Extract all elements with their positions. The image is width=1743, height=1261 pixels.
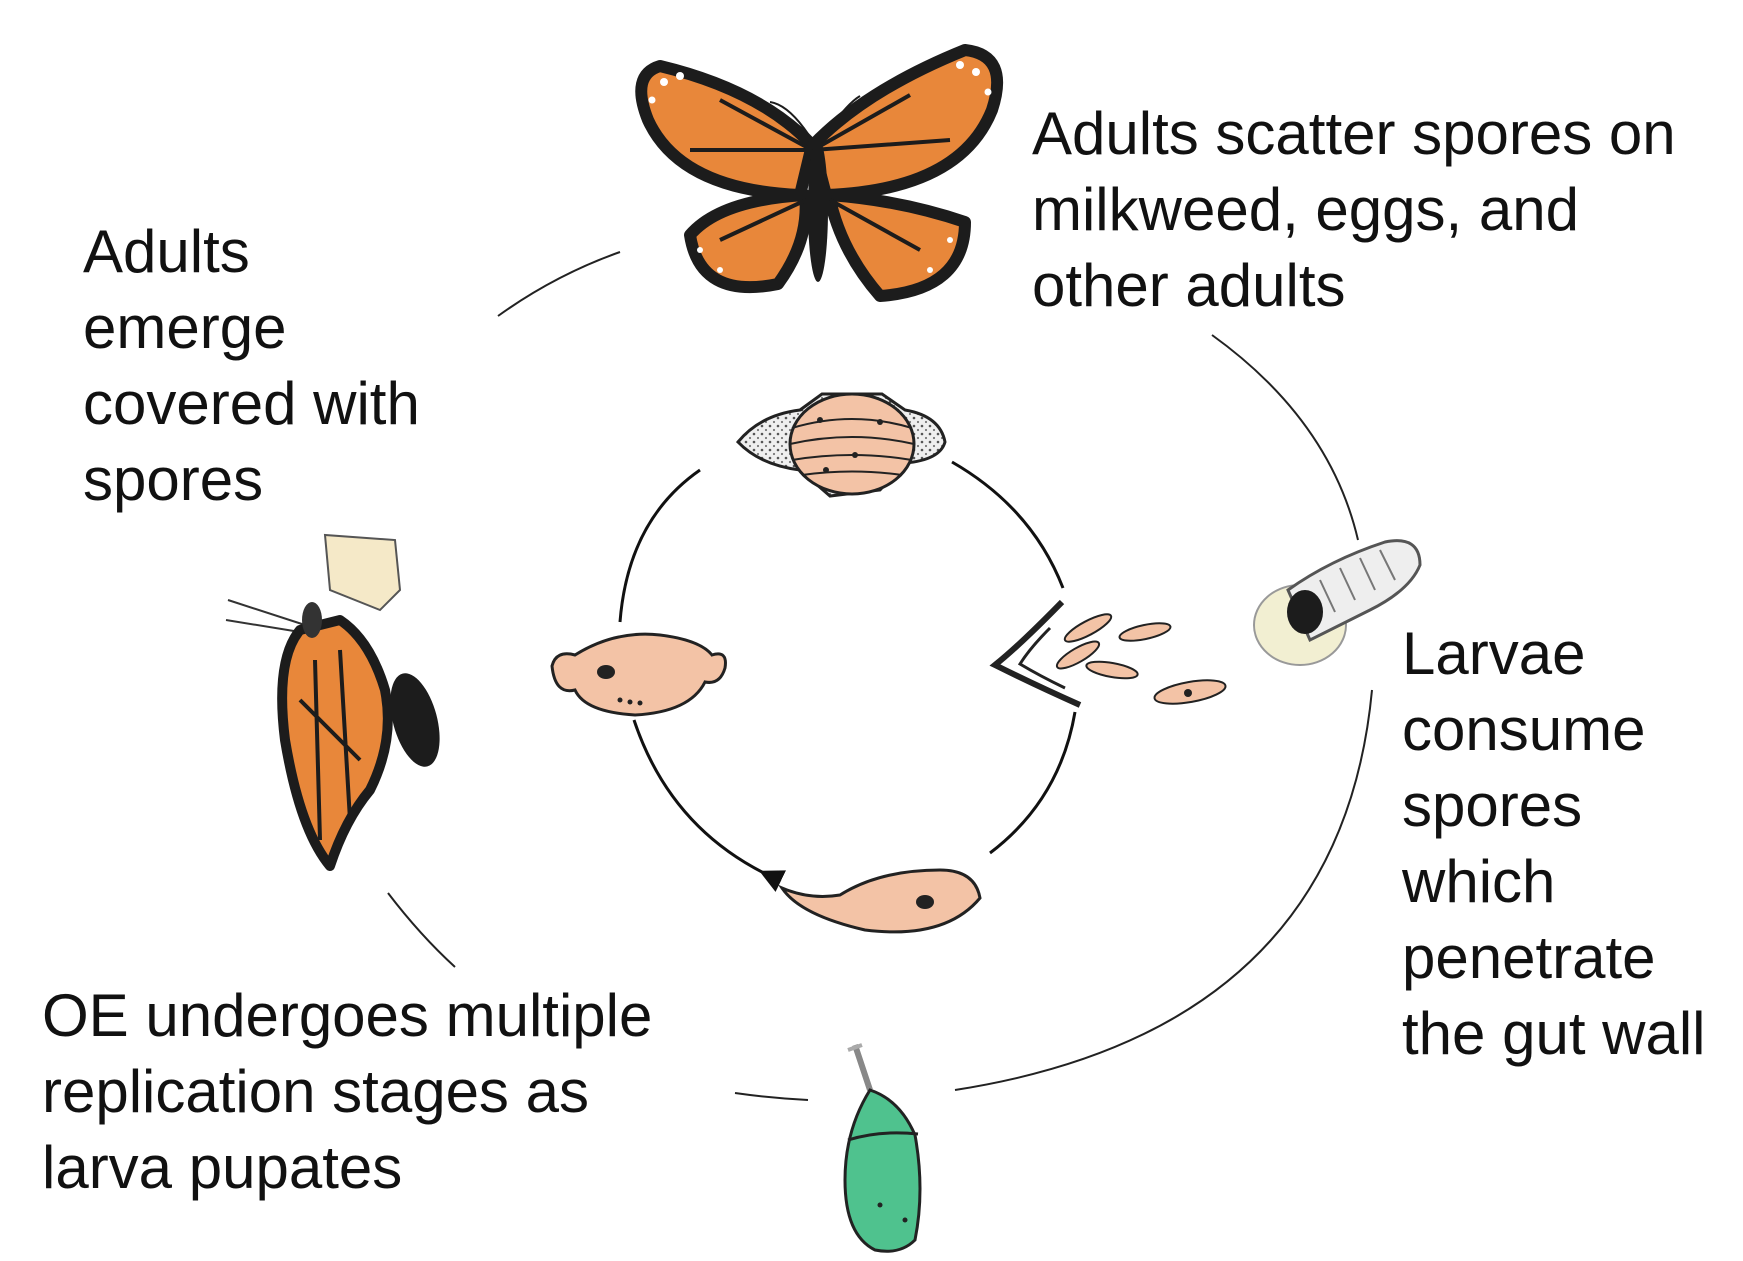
inner-arc-top-right xyxy=(952,462,1063,588)
sporozoite xyxy=(1085,659,1139,682)
trophozoite-illustration xyxy=(782,870,980,932)
larva-illustration xyxy=(1254,541,1420,665)
sporozoite-release-illustration xyxy=(995,602,1227,708)
caption-adults-emerge: Adults emerge covered with spores xyxy=(83,214,420,518)
caption-adults-scatter-spores: Adults scatter spores on milkweed, eggs,… xyxy=(1032,96,1676,324)
inner-arc-right-bottom xyxy=(990,712,1075,853)
inner-arc-bottom-left xyxy=(634,720,770,876)
pupa-illustration xyxy=(845,1045,920,1251)
arc-emerge-to-adult xyxy=(498,252,620,316)
arc-larva-to-pupa xyxy=(955,690,1372,1090)
arc-pupa-side-to-emerge xyxy=(388,893,455,967)
arc-bottom-left-to-pupa xyxy=(735,1093,808,1100)
vegetative-cell-illustration xyxy=(552,634,725,715)
sporozoite xyxy=(1118,620,1172,645)
emerging-adult-illustration xyxy=(226,535,449,866)
adult-monarch-illustration xyxy=(641,50,997,296)
outer-cycle-arcs xyxy=(388,252,1372,1100)
arc-adult-to-larva xyxy=(1212,335,1358,540)
caption-oe-replication: OE undergoes multiple replication stages… xyxy=(42,978,652,1206)
caption-larvae-consume-spores: Larvae consume spores which penetrate th… xyxy=(1402,616,1706,1072)
dormant-spore-illustration xyxy=(738,394,945,496)
sporozoite xyxy=(1062,610,1114,647)
inner-arc-left-top xyxy=(620,470,700,622)
